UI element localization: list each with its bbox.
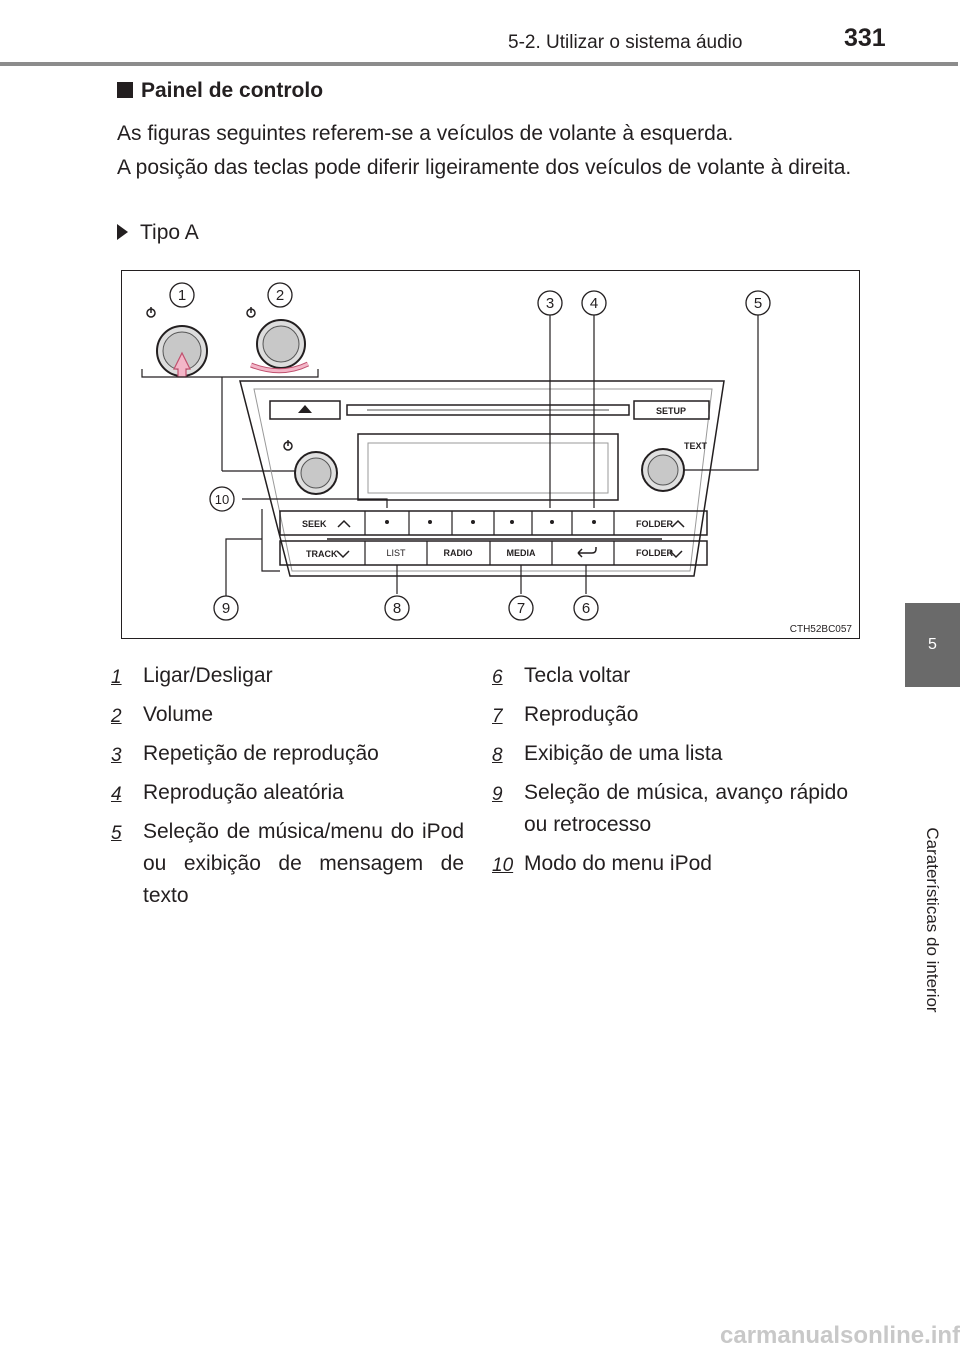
legend-num: 2 — [111, 706, 122, 727]
back-icon — [577, 547, 597, 558]
intro-paragraph: As figuras seguintes referem-se a veícul… — [117, 117, 862, 185]
callout-7: 7 — [517, 600, 525, 617]
page-header: 5-2. Utilizar o sistema áudio 331 — [0, 0, 960, 66]
legend-text: Volume — [143, 703, 214, 726]
callout-8: 8 — [393, 600, 401, 617]
list-label: LIST — [386, 548, 406, 558]
callout-1: 1 — [178, 287, 186, 304]
folder-down-label: FOLDER — [636, 548, 673, 558]
legend-item: 5 Seleção de música/menu do iPod ou exibi… — [111, 816, 464, 912]
legend-text: Repetição de reprodução — [143, 742, 379, 765]
inset-knob-volume — [246, 307, 310, 374]
callout-6: 6 — [582, 600, 590, 617]
legend-num: 3 — [111, 745, 122, 766]
setup-label: SETUP — [656, 406, 686, 416]
display — [357, 433, 619, 501]
heading-text: Painel de controlo — [141, 79, 324, 102]
legend-left: 1 Ligar/Desligar 2 Volume 3 Repetição de re… — [111, 660, 464, 919]
seek-label: SEEK — [302, 519, 327, 529]
folder-up-label: FOLDER — [636, 519, 673, 529]
callout-3: 3 — [546, 295, 554, 312]
legend-num: 4 — [111, 784, 122, 805]
legend-num: 10 — [492, 855, 514, 876]
legend-item: 1 Ligar/Desligar — [111, 660, 464, 692]
legend-num: 5 — [111, 823, 122, 844]
intro-line-1: As figuras seguintes referem-se a veícul… — [117, 122, 734, 145]
callout-10: 10 — [215, 492, 229, 507]
section-title: 5-2. Utilizar o sistema áudio — [508, 32, 743, 53]
inset-knob-power — [146, 307, 208, 378]
legend-item: 7 Reprodução — [492, 699, 848, 731]
legend-item: 8 Exibição de uma lista — [492, 738, 848, 770]
page-number: 331 — [844, 24, 886, 52]
legend-num: 8 — [492, 745, 503, 766]
setup-button — [633, 400, 710, 420]
legend-text: Modo do menu iPod — [524, 852, 712, 875]
triangle-bullet-icon — [117, 224, 128, 240]
legend-text: Ligar/Desligar — [143, 664, 273, 687]
figure-code: CTH52BC057 — [790, 624, 853, 635]
legend-item: 9 Seleção de música, avanço rápido ou ret… — [492, 777, 848, 841]
text-label: TEXT — [684, 441, 708, 451]
legend-item: 4 Reprodução aleatória — [111, 777, 464, 809]
legend-num: 1 — [111, 667, 122, 688]
legend-text: Exibição de uma lista — [524, 742, 723, 765]
control-panel-diagram: SETUP TEXT SEEK FOLDER TRAC — [141, 282, 853, 635]
callout-9: 9 — [222, 600, 230, 617]
legend-text: Seleção de música, avanço rápido ou retr… — [524, 781, 848, 836]
legend-item: 2 Volume — [111, 699, 464, 731]
radio-label: RADIO — [444, 548, 473, 558]
section-heading: Painel de controlo — [117, 79, 323, 103]
legend-num: 7 — [492, 706, 503, 727]
type-label-text: Tipo A — [140, 221, 199, 244]
legend-right: 6 Tecla voltar 7 Reprodução 8 Exibição de u… — [492, 660, 848, 887]
legend-text: Tecla voltar — [524, 664, 631, 687]
control-panel-figure: SETUP TEXT SEEK FOLDER TRAC — [121, 270, 860, 639]
eject-button — [269, 400, 341, 420]
eject-icon — [298, 405, 312, 413]
heading-square-icon — [117, 82, 133, 98]
type-label: Tipo A — [117, 221, 199, 245]
legend-text: Reprodução aleatória — [143, 781, 344, 804]
legend-text: Seleção de música/menu do iPod ou exibiç… — [143, 820, 464, 907]
watermark: carmanualsonline.info — [720, 1322, 960, 1349]
callout-4: 4 — [590, 295, 598, 312]
legend-num: 6 — [492, 667, 503, 688]
legend-item: 10 Modo do menu iPod — [492, 848, 848, 880]
chapter-label: Caraterísticas do interior — [923, 827, 942, 1013]
legend-text: Reprodução — [524, 703, 639, 726]
intro-line-2: A posição das teclas pode diferir ligeir… — [117, 156, 852, 179]
track-label: TRACK — [306, 549, 338, 559]
callout-5: 5 — [754, 295, 762, 312]
media-label: MEDIA — [507, 548, 537, 558]
legend-item: 3 Repetição de reprodução — [111, 738, 464, 770]
callout-2: 2 — [276, 287, 284, 304]
chapter-tab[interactable]: 5 — [905, 603, 960, 687]
legend-num: 9 — [492, 784, 503, 805]
legend-item: 6 Tecla voltar — [492, 660, 848, 692]
header-rule — [0, 62, 958, 66]
